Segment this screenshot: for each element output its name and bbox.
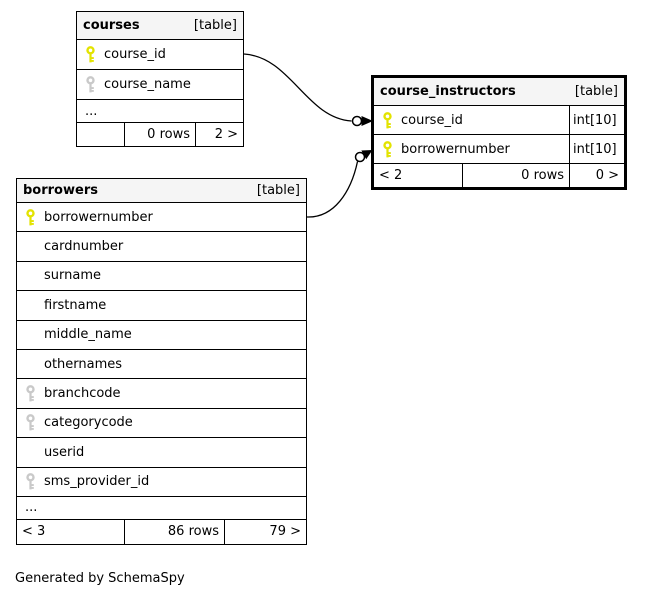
more-columns-ellipsis: ... (17, 497, 306, 520)
column-name: borrowernumber (44, 209, 153, 225)
table-course_instructors-footer: < 2 0 rows 0 > (374, 164, 624, 187)
column-type: int[10] (569, 135, 624, 163)
footer-row-count: 0 rows (124, 123, 195, 146)
column-row-course_name[interactable]: course_name (77, 70, 243, 100)
column-type: int[10] (569, 106, 624, 134)
column-name: branchcode (44, 386, 121, 402)
generator-note: Generated by SchemaSpy (15, 571, 185, 586)
relationship-borrowers-course_instructors (306, 150, 373, 218)
table-courses-footer: 0 rows 2 > (77, 123, 243, 146)
column-name: course_id (401, 112, 463, 128)
table-name: courses (83, 18, 140, 33)
column-name: sms_provider_id (44, 474, 150, 490)
primary-key-icon (382, 140, 393, 158)
foreign-key-icon (25, 414, 36, 431)
table-course_instructors[interactable]: course_instructors [table] course_id int… (371, 75, 627, 190)
footer-row-count: 86 rows (124, 519, 224, 544)
foreign-key-icon (85, 76, 96, 93)
primary-key-icon (382, 111, 393, 129)
table-type-label: [table] (574, 84, 618, 99)
footer-parents: < 2 (379, 168, 403, 183)
column-row-cardnumber[interactable]: cardnumber (17, 232, 306, 262)
column-row-borrowernumber[interactable]: borrowernumber int[10] (374, 135, 624, 164)
column-name: cardnumber (44, 239, 124, 255)
column-name: course_id (104, 47, 166, 62)
column-name: firstname (44, 297, 107, 313)
table-name: borrowers (23, 183, 98, 198)
table-borrowers-footer: < 3 86 rows 79 > (17, 519, 306, 544)
column-name: userid (44, 444, 85, 460)
primary-key-icon (85, 46, 96, 63)
table-borrowers[interactable]: borrowers [table] borrowernumber car (16, 178, 307, 545)
column-row-userid[interactable]: userid (17, 438, 306, 468)
table-course_instructors-header[interactable]: course_instructors [table] (374, 78, 624, 106)
column-name: borrowernumber (401, 141, 510, 157)
column-row-branchcode[interactable]: branchcode (17, 379, 306, 409)
column-row-course_id[interactable]: course_id int[10] (374, 106, 624, 135)
column-row-firstname[interactable]: firstname (17, 291, 306, 321)
relationship-courses-course_instructors (243, 53, 373, 127)
column-row-middle_name[interactable]: middle_name (17, 320, 306, 350)
footer-children: 0 > (569, 164, 624, 187)
foreign-key-icon (25, 385, 36, 402)
column-row-categorycode[interactable]: categorycode (17, 408, 306, 439)
column-name: middle_name (44, 327, 132, 343)
footer-parents (77, 123, 124, 146)
column-name: categorycode (44, 415, 133, 431)
primary-key-icon (25, 208, 36, 226)
zero-or-one-circle (354, 151, 366, 163)
table-name: course_instructors (380, 84, 516, 99)
column-name: othernames (44, 356, 123, 372)
foreign-key-icon (25, 473, 36, 490)
table-type-label: [table] (256, 183, 300, 198)
column-row-course_id[interactable]: course_id (77, 40, 243, 70)
footer-children: 2 > (195, 123, 243, 146)
more-columns-ellipsis: ... (77, 100, 243, 123)
footer-children: 79 > (224, 519, 306, 544)
column-row-sms_provider_id[interactable]: sms_provider_id (17, 467, 306, 497)
table-courses[interactable]: courses [table] course_id (76, 11, 244, 147)
column-name: course_name (104, 77, 191, 92)
footer-row-count: 0 rows (462, 164, 569, 187)
column-name: surname (44, 268, 101, 284)
zero-or-one-circle (351, 115, 363, 127)
column-row-othernames[interactable]: othernames (17, 349, 306, 380)
table-borrowers-header[interactable]: borrowers [table] (17, 179, 306, 203)
column-row-surname[interactable]: surname (17, 261, 306, 292)
table-type-label: [table] (193, 18, 237, 33)
table-courses-header[interactable]: courses [table] (77, 12, 243, 40)
column-row-borrowernumber[interactable]: borrowernumber (17, 203, 306, 233)
footer-parents: < 3 (22, 524, 46, 540)
